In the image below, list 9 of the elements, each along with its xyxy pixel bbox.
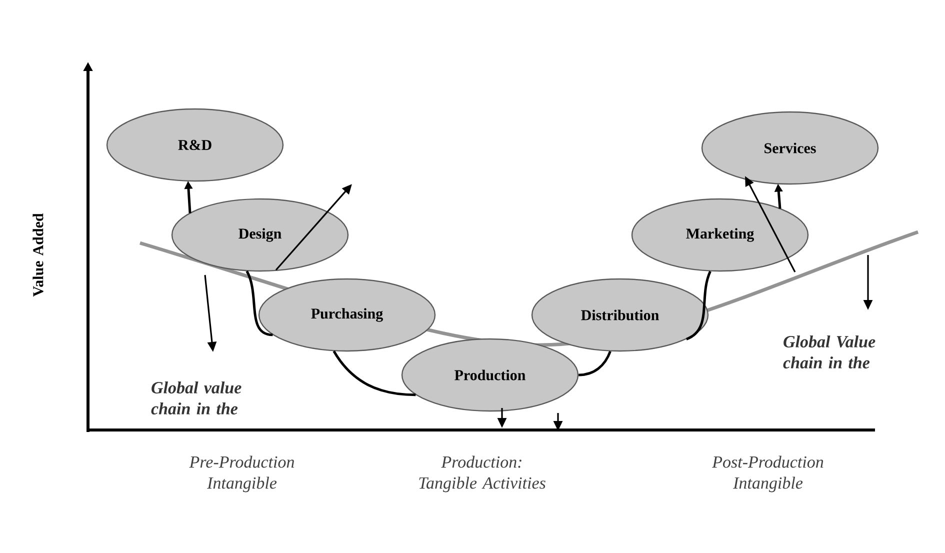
axis-category-label: Production: Tangible Activities	[419, 456, 546, 492]
axis-category-label: Pre-Production Intangible	[189, 456, 294, 492]
annotation-text: Global value chain in the	[151, 382, 242, 414]
annotation-text: Global Value chain in the	[783, 336, 876, 368]
connector-curve	[332, 350, 416, 396]
axis-label: Value Added	[32, 213, 44, 297]
axis-category-label: Post-Production Intangible	[712, 456, 824, 492]
connector-curve	[578, 350, 612, 376]
connector-curve	[686, 270, 712, 340]
